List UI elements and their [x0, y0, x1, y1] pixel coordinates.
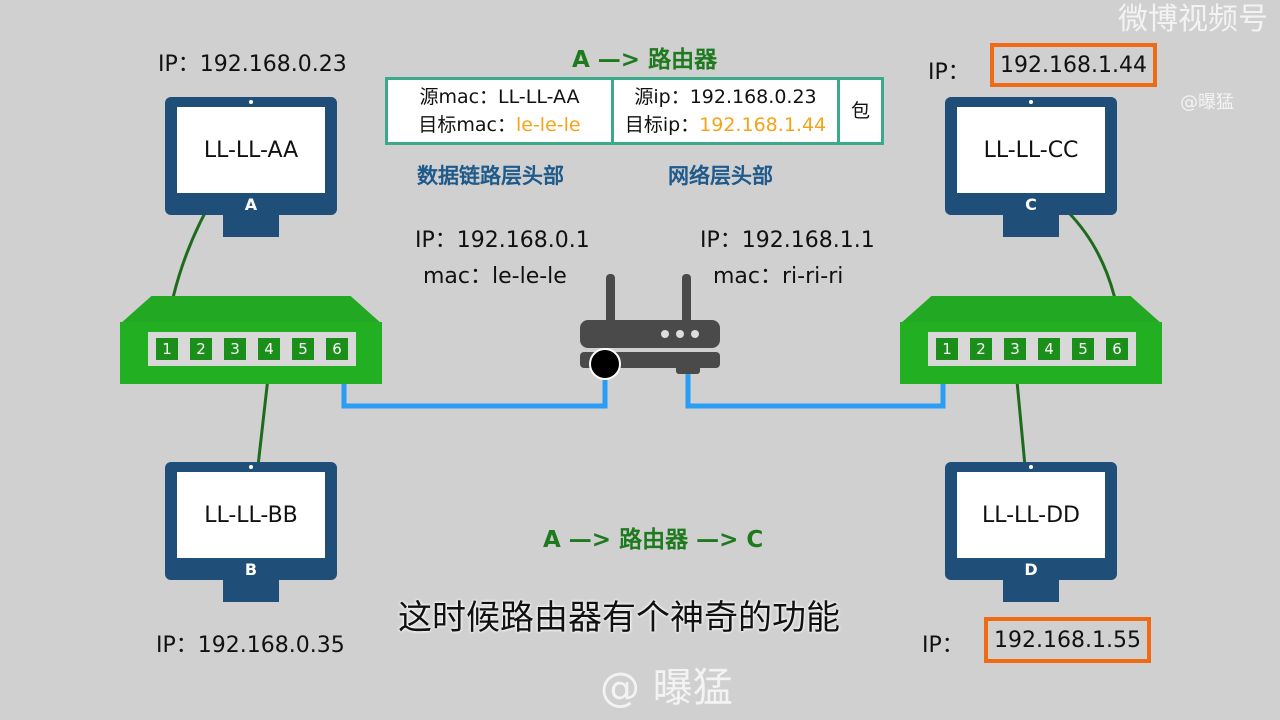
host-a-mac: LL-LL-AA	[177, 107, 325, 193]
switch-port: 5	[292, 338, 314, 360]
host-c-letter: C	[1025, 195, 1037, 214]
switch-port: 6	[326, 338, 348, 360]
switch-port: 1	[936, 338, 958, 360]
src-mac: LL-LL-AA	[498, 86, 580, 108]
monitor-stand	[1003, 215, 1059, 237]
switch-port: 5	[1072, 338, 1094, 360]
monitor-stand	[223, 580, 279, 602]
host-d-ip: 192.168.1.55	[994, 627, 1141, 653]
left-switch: 1 2 3 4 5 6	[120, 296, 382, 386]
switch-port: 2	[190, 338, 212, 360]
switch-port: 3	[224, 338, 246, 360]
host-d-letter: D	[1024, 560, 1038, 579]
host-b-letter: B	[244, 560, 258, 579]
monitor-stand	[223, 215, 279, 237]
host-c-ip: 192.168.1.44	[1000, 52, 1147, 78]
right-switch: 1 2 3 4 5 6	[900, 296, 1162, 386]
monitor-stand	[1003, 580, 1059, 602]
host-c-monitor: LL-LL-CC C	[945, 97, 1117, 215]
switch-port: 2	[970, 338, 992, 360]
router-left-mac: mac：le-le-le	[423, 264, 567, 289]
data-link-header-cell: 源mac：LL-LL-AA 目标mac：le-le-le	[385, 77, 614, 145]
dst-mac: le-le-le	[515, 114, 581, 136]
host-c-ip-highlight: 192.168.1.44	[990, 43, 1157, 87]
host-b-mac: LL-LL-BB	[177, 472, 325, 558]
host-d-ip-highlight: 192.168.1.55	[984, 617, 1151, 663]
switch-port: 6	[1106, 338, 1128, 360]
camera-dot	[249, 100, 253, 104]
host-a-monitor: LL-LL-AA A	[165, 97, 337, 215]
src-ip-label: 源ip：	[634, 86, 690, 108]
switch-port-panel: 1 2 3 4 5 6	[148, 332, 356, 366]
dst-ip: 192.168.1.44	[699, 114, 827, 136]
router-right-mac: mac：ri-ri-ri	[713, 264, 844, 289]
watermark-top: 微博视频号	[1118, 2, 1268, 37]
packet-title: A —> 路由器	[572, 47, 718, 73]
src-ip: 192.168.0.23	[689, 86, 817, 108]
cable-router-right-switch	[685, 362, 946, 409]
camera-dot	[1029, 100, 1033, 104]
data-link-header-label: 数据链路层头部	[417, 164, 564, 188]
payload-cell: 包	[837, 77, 884, 145]
host-b-ip: IP：192.168.0.35	[156, 633, 345, 658]
switch-port: 4	[1038, 338, 1060, 360]
switch-port: 1	[156, 338, 178, 360]
network-header-cell: 源ip：192.168.0.23 目标ip：192.168.1.44	[611, 77, 840, 145]
router-port-left	[589, 348, 621, 380]
dst-ip-label: 目标ip：	[624, 114, 700, 136]
host-c-mac: LL-LL-CC	[957, 107, 1105, 193]
watermark-top-user: @曝猛	[1180, 92, 1234, 113]
switch-top	[120, 296, 382, 324]
host-a-ip: IP：192.168.0.23	[158, 52, 347, 77]
camera-dot	[1029, 465, 1033, 469]
camera-dot	[249, 465, 253, 469]
switch-port: 4	[258, 338, 280, 360]
cable-left-switch-router	[341, 362, 608, 409]
network-header-label: 网络层头部	[668, 164, 773, 188]
host-a-letter: A	[244, 195, 258, 214]
router-right-ip: IP：192.168.1.1	[700, 228, 875, 253]
switch-top	[900, 296, 1162, 324]
host-d-ip-prefix: IP：	[922, 633, 964, 658]
packet-table: 源mac：LL-LL-AA 目标mac：le-le-le 源ip：192.168…	[385, 77, 884, 145]
switch-port: 3	[1004, 338, 1026, 360]
host-b-monitor: LL-LL-BB B	[165, 462, 337, 580]
host-d-mac: LL-LL-DD	[957, 472, 1105, 558]
router-icon	[580, 274, 720, 380]
host-d-monitor: LL-LL-DD D	[945, 462, 1117, 580]
watermark-bottom: @ 曝猛	[600, 665, 733, 711]
host-c-ip-prefix: IP：	[928, 60, 970, 85]
subtitle: 这时候路由器有个神奇的功能	[398, 598, 840, 638]
src-mac-label: 源mac：	[419, 86, 499, 108]
path-label: A —> 路由器 —> C	[543, 527, 764, 553]
switch-port-panel: 1 2 3 4 5 6	[928, 332, 1136, 366]
router-left-ip: IP：192.168.0.1	[415, 228, 590, 253]
dst-mac-label: 目标mac：	[418, 114, 516, 136]
